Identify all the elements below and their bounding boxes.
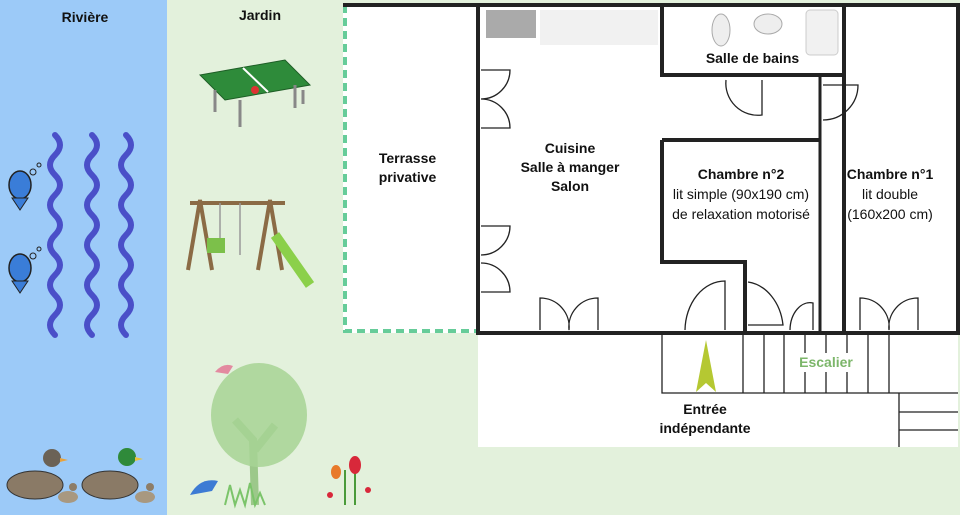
- entrance-label-line2: indépendante: [659, 420, 751, 436]
- entrance-label-line1: Entrée: [683, 401, 727, 417]
- living-label-line2: Salle à manger: [520, 159, 620, 175]
- bedroom2-bed: lit simple (90x190 cm): [672, 186, 810, 202]
- waves-icon: [47, 132, 134, 338]
- entrance-label: Entrée indépendante: [640, 400, 770, 438]
- terrace-label-line2: privative: [378, 169, 437, 185]
- sink-icon: [486, 10, 536, 38]
- bird-icon: [190, 480, 218, 495]
- entrance-arrow-icon: [696, 340, 716, 392]
- bird-icon: [215, 364, 233, 374]
- ducks-icon: [6, 448, 155, 503]
- toilet-icon: [711, 13, 731, 47]
- bedroom2-label: Chambre n°2 lit simple (90x190 cm) de re…: [662, 164, 820, 224]
- living-label-line1: Cuisine: [544, 140, 596, 156]
- bedroom1-label: Chambre n°1 lit double (160x200 cm): [822, 164, 958, 224]
- swing-set-icon: [186, 199, 315, 288]
- tree-icon: [190, 363, 307, 509]
- river-label: Rivière: [61, 9, 109, 25]
- bedroom1-bed-size: (160x200 cm): [847, 206, 933, 222]
- terrace-label: Terrasse privative: [350, 149, 465, 187]
- bedroom1-bed: lit double: [861, 186, 919, 202]
- walls: [343, 3, 960, 335]
- terrace-label-line1: Terrasse: [378, 150, 437, 166]
- fish-icon: [8, 246, 42, 294]
- living-label-line3: Salon: [550, 178, 590, 194]
- bedroom2-bed-type: de relaxation motorisé: [672, 206, 810, 222]
- terrace-border: [343, 5, 476, 333]
- living-room-label: Cuisine Salle à manger Salon: [500, 139, 640, 196]
- washbasin-icon: [753, 13, 783, 35]
- stairs-label: Escalier: [790, 353, 862, 372]
- bedroom2-title: Chambre n°2: [697, 166, 785, 182]
- door-icons: [480, 69, 919, 331]
- bathtub-icon: [805, 9, 839, 56]
- flowers-icon: [327, 456, 371, 505]
- bedroom1-title: Chambre n°1: [846, 166, 934, 182]
- bathroom-label: Salle de bains: [705, 50, 800, 66]
- ping-pong-table-icon: [198, 59, 312, 127]
- garden-label: Jardin: [238, 7, 281, 23]
- fish-icon: [8, 162, 42, 211]
